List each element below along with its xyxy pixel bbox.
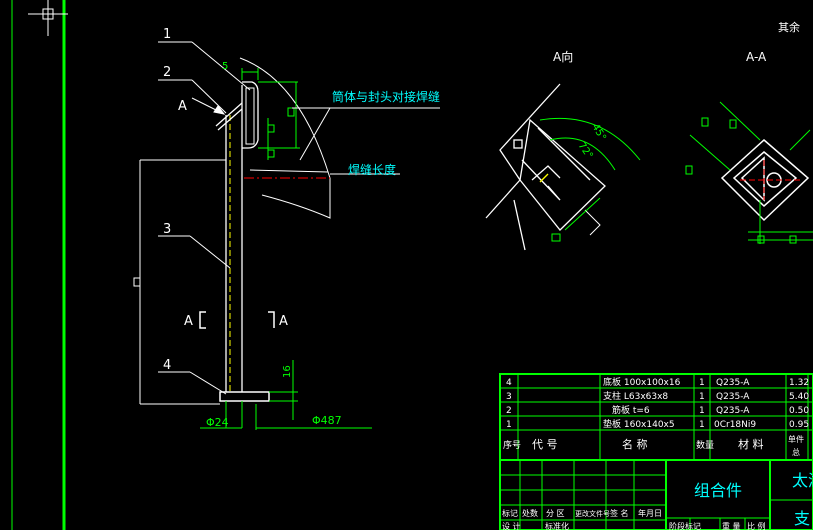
callout-leaders: [158, 41, 440, 395]
section-right-label: A: [279, 314, 288, 329]
tb-weight: 重 量: [722, 521, 741, 530]
overall-height-dimension: [133, 159, 226, 405]
bom-row-2: 2 筋板 t=6 1 Q235-A 0.50: [506, 404, 809, 416]
bom-header: 序号 代 号 名 称 数量 材 料 单件 总: [503, 434, 804, 457]
bom-row-4-material: Q235-A: [716, 378, 750, 388]
tb-standard: 标准化: [545, 521, 569, 530]
bom-header-single: 单件: [788, 434, 804, 444]
bom-row-4-no: 4: [506, 378, 512, 388]
bom-row-4: 4 底板 100x100x16 1 Q235-A 1.32: [506, 376, 809, 388]
tb-count: 处数: [522, 508, 538, 518]
callout-3-label: 3: [163, 222, 171, 237]
top-right-note: 其余: [778, 20, 800, 34]
bom-row-3: 3 支柱 L63x63x8 1 Q235-A 5.40: [506, 390, 809, 402]
tb-zone: 分 区: [546, 509, 565, 518]
callout-4-label: 4: [163, 358, 171, 373]
rib-plate[interactable]: [215, 102, 243, 131]
bom-header-code: 代 号: [532, 438, 558, 451]
bom-header-qty: 数量: [696, 439, 714, 451]
bom-row-1: 1 垫板 160x140x5 1 0Cr18Ni9 0.95: [506, 418, 809, 430]
weld-length-note-label: 焊缝长度: [348, 162, 396, 177]
bom-row-1-no: 1: [506, 420, 512, 430]
part-name-label: 组合件: [694, 481, 742, 500]
bom-row-4-qty: 1: [699, 378, 705, 388]
bom-row-3-weight: 5.40: [789, 392, 809, 402]
bom-header-material: 材 料: [738, 437, 764, 451]
main-elevation-view: 1 2 3 4 A A A 筒体与封头对接焊缝 焊缝长度 5 16 Φ24 Φ4…: [133, 20, 800, 430]
dim-16-label: 16: [282, 365, 293, 378]
view-a-arrow: [191, 97, 226, 115]
bom-row-4-name: 底板 100x100x16: [603, 376, 681, 388]
bom-row-1-name: 垫板 160x140x5: [603, 418, 675, 430]
bom-row-2-name: 筋板 t=6: [612, 404, 650, 416]
tb-sign: 签 名: [610, 508, 629, 518]
title-block-labels: 标记 处数 分 区 更改文件号 签 名 年月日 设 计 标准化 阶段标记 重 量…: [502, 508, 766, 530]
tb-scale: 比 例: [747, 521, 766, 530]
dim-phi24-label: Φ24: [206, 416, 229, 429]
vessel-head-outline: [239, 57, 331, 219]
green-dimensions: [200, 68, 372, 430]
cursor-crosshair-icon[interactable]: [28, 0, 68, 36]
support-column[interactable]: [225, 85, 243, 392]
title-block: [499, 459, 813, 530]
tb-stage-mark: 阶段标记: [669, 521, 701, 530]
bom-row-2-no: 2: [506, 406, 512, 416]
bom-header-total: 总: [792, 447, 800, 457]
section-aa-title: A-A: [746, 50, 767, 64]
bom-row-2-material: Q235-A: [716, 406, 750, 416]
view-a-title: A向: [553, 49, 573, 64]
bom-row-1-qty: 1: [699, 420, 705, 430]
bom-header-no: 序号: [503, 439, 521, 451]
bom-row-2-qty: 1: [699, 406, 705, 416]
bom-row-2-weight: 0.50: [789, 406, 809, 416]
section-aa-detail: A-A: [685, 50, 813, 244]
callout-1-label: 1: [163, 27, 171, 42]
bom-row-4-weight: 1.32: [789, 378, 809, 388]
tb-date: 年月日: [638, 508, 662, 518]
bom-row-3-qty: 1: [699, 392, 705, 402]
view-a-arrow-label: A: [178, 99, 187, 114]
base-plate[interactable]: [219, 391, 270, 402]
dim-5-label: 5: [222, 61, 228, 72]
section-markers: [199, 311, 275, 329]
bom-row-3-no: 3: [506, 392, 512, 402]
bom-header-name: 名 称: [622, 437, 648, 451]
bom-row-3-material: Q235-A: [716, 392, 750, 402]
drawing-title-label: 支: [794, 509, 810, 528]
drawing-frame: [11, 0, 66, 530]
bom-row-3-name: 支柱 L63x63x8: [603, 390, 668, 402]
callout-2-label: 2: [163, 65, 171, 80]
pad-plate[interactable]: [242, 81, 259, 149]
tb-change-doc: 更改文件号: [575, 509, 610, 518]
tb-design: 设 计: [502, 521, 521, 530]
dim-phi487-label: Φ487: [312, 414, 342, 427]
section-left-label: A: [184, 314, 193, 329]
company-name-label: 太湖: [792, 471, 813, 490]
bom-row-1-material: 0Cr18Ni9: [714, 420, 756, 430]
seam-note-label: 筒体与封头对接焊缝: [332, 89, 440, 104]
tb-mark: 标记: [502, 508, 518, 518]
bom-row-1-weight: 0.95: [789, 420, 809, 430]
